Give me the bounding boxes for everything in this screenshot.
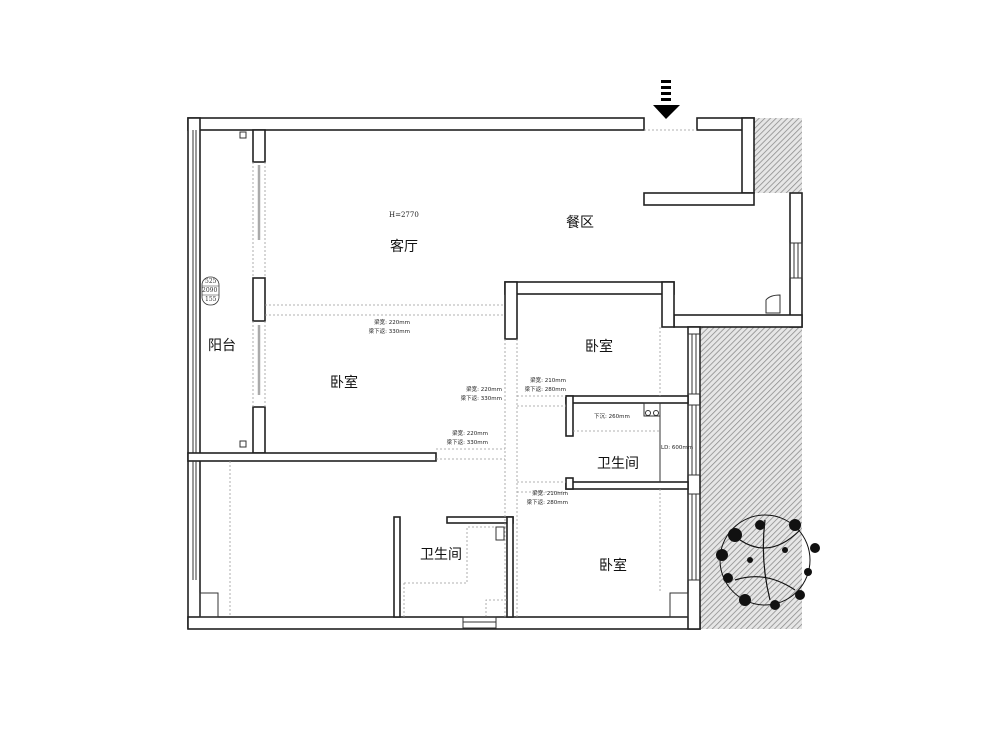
- room-label-bathroom-right: 卫生间: [597, 456, 639, 472]
- room-label-bedroom-left: 卧室: [330, 375, 358, 391]
- bathroom-right-walls: [565, 395, 689, 490]
- window-tag-bottom: 155: [205, 296, 217, 303]
- door-swing-icon: [765, 294, 781, 314]
- hatched-garden-area: [700, 327, 802, 629]
- room-label-balcony: 阳台: [208, 338, 236, 354]
- room-label-bedroom-bottom-right: 卧室: [599, 558, 627, 574]
- bathroom-left-walls: [393, 516, 514, 629]
- bathroom-ld-note: LD: 600mm: [661, 445, 694, 451]
- drain-icon: [239, 131, 247, 139]
- wall-bedroom-bottom: [187, 452, 437, 462]
- beam-note: 梁宽: 220mm 梁下返: 330mm: [446, 431, 488, 446]
- column-bottom-right: [669, 592, 689, 618]
- column-bottom-left: [199, 592, 219, 618]
- room-label-living: 客厅: [390, 239, 418, 255]
- exterior-walls: [187, 117, 803, 630]
- window-tag-middle: 2090: [202, 287, 218, 294]
- balcony-partition: [192, 129, 266, 454]
- room-label-bedroom-mid: 卧室: [585, 339, 613, 355]
- drain-icon: [239, 440, 247, 448]
- bathroom-sink-note: 下沉: 260mm: [594, 414, 630, 420]
- hatched-area-top-right: [754, 118, 802, 193]
- room-label-dining: 餐区: [566, 215, 594, 231]
- room-label-bathroom-left: 卫生间: [420, 547, 462, 563]
- beam-note: 梁宽: 220mm 梁下返: 330mm: [368, 320, 410, 335]
- beam-note: 梁宽: 220mm 梁下返: 330mm: [460, 387, 502, 402]
- beam-note: 梁宽: 210mm 梁下返: 280mm: [524, 378, 566, 393]
- beam-note: 梁宽: 210mm 梁下返: 280mm: [526, 491, 568, 506]
- ceiling-height-label: H=2770: [389, 211, 419, 219]
- tree-icon: [716, 514, 820, 610]
- windows-right: [687, 242, 803, 581]
- beam-lines: [265, 304, 661, 617]
- window-tag: [201, 276, 220, 306]
- entrance-arrow-icon: [653, 80, 680, 119]
- window-tag-top: 525: [205, 278, 217, 285]
- wall-center: [504, 281, 518, 340]
